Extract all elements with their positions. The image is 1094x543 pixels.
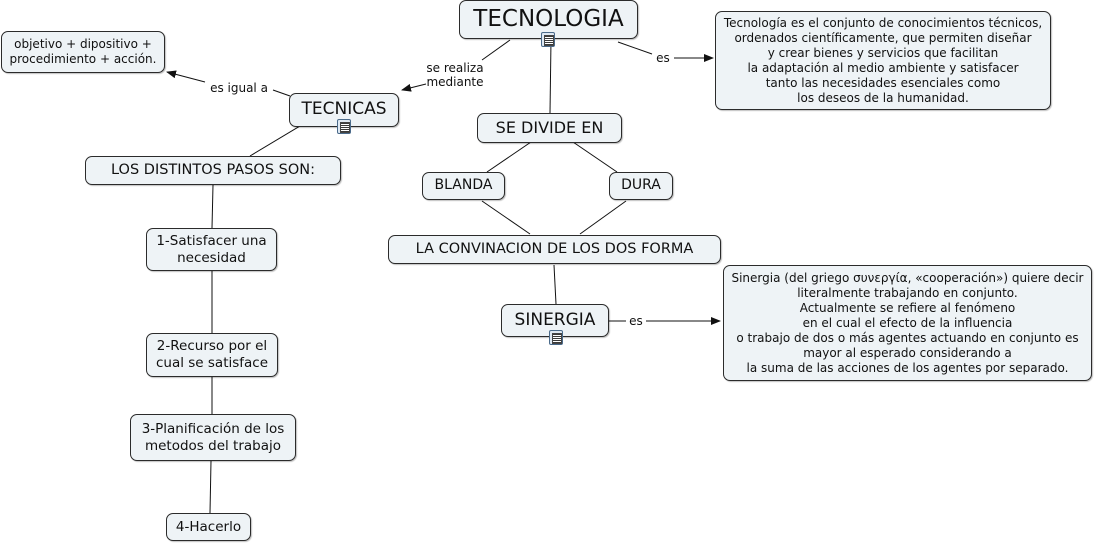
edge-label-se-realiza-mediante: se realiza mediante [426,61,484,90]
node-formula-tecnica[interactable]: objetivo + dipositivo + procedimiento + … [1,31,165,73]
line-paso3-paso4 [209,460,212,514]
node-paso4[interactable]: 4-Hacerlo [166,513,251,541]
node-definicion-sinergia[interactable]: Sinergia (del griego συνεργία, «cooperac… [723,265,1092,381]
line-tecnologia-divide [549,39,552,114]
line-dura-convinacion [579,200,627,235]
node-dura[interactable]: DURA [609,172,673,200]
node-paso2[interactable]: 2-Recurso por el cual se satisface [146,333,278,377]
node-paso3[interactable]: 3-Planificación de los metodos del traba… [130,414,296,461]
edge-label-es-sinergia: es [629,314,643,328]
document-icon[interactable] [337,119,351,134]
line-blanda-convinacion [481,200,531,235]
arrow-igual-formula [166,70,206,83]
line-divide-dura [572,141,618,173]
document-icon[interactable] [549,330,563,345]
node-blanda[interactable]: BLANDA [422,172,505,200]
line-pasos-paso1 [211,184,214,229]
document-icon[interactable] [541,32,555,47]
node-sinergia[interactable]: SINERGIA [501,304,609,337]
node-convinacion[interactable]: LA CONVINACION DE LOS DOS FORMA [388,235,721,264]
line-tecnicas-pasos [249,125,301,157]
node-paso1[interactable]: 1-Satisfacer una necesidad [146,228,277,271]
node-se-divide-en[interactable]: SE DIVIDE EN [477,113,622,143]
line-tecnicas-igual [272,89,291,97]
edge-label-es-tecnologia: es [656,51,670,65]
line-tecnologia-mediante [481,39,511,61]
node-definicion-tecnologia[interactable]: Tecnología es el conjunto de conocimient… [715,11,1051,110]
line-convinacion-sinergia [553,264,557,305]
line-tecnologia-es [617,41,653,55]
edge-label-es-igual-a: es igual a [210,81,268,95]
node-pasos[interactable]: LOS DISTINTOS PASOS SON: [85,156,341,185]
arrow-mediante-tecnicas [401,83,427,92]
line-divide-blanda [486,141,532,173]
